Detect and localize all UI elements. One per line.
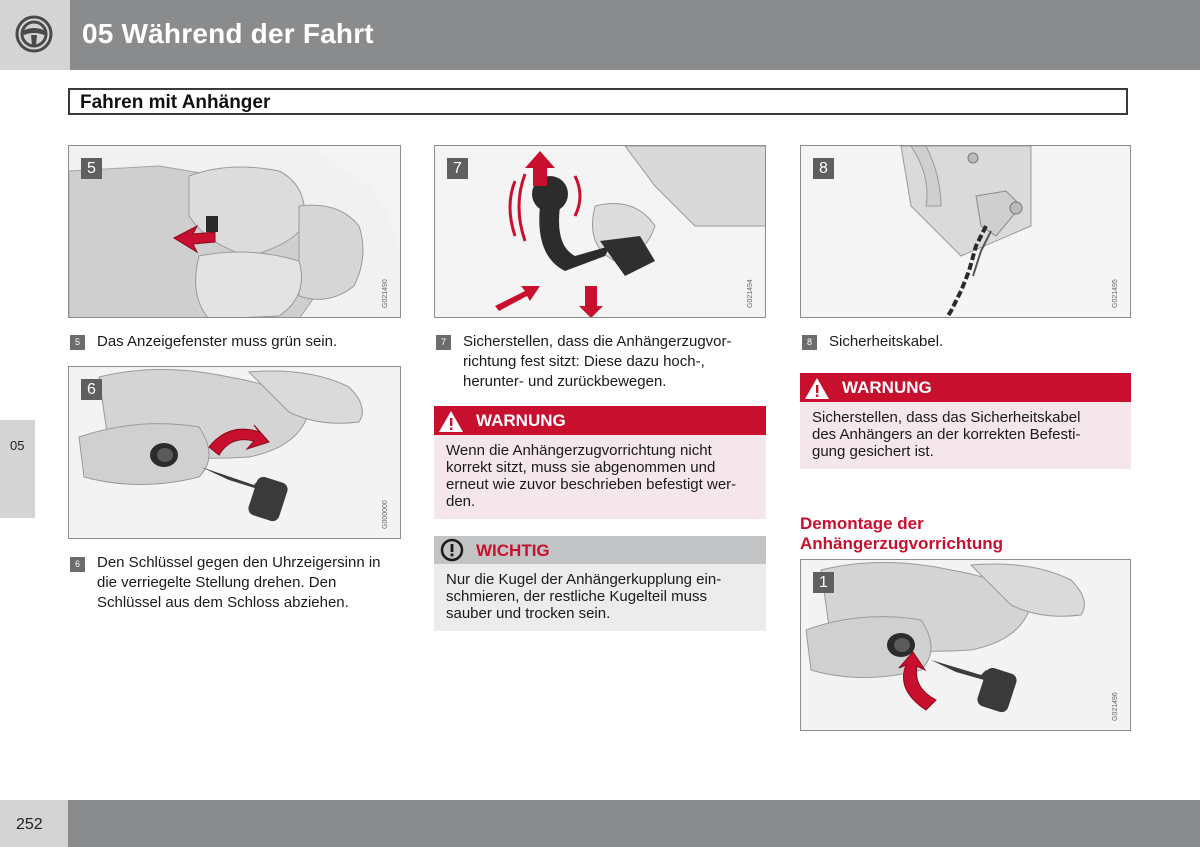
step-6-badge: 6 [70,557,85,572]
section-title: Fahren mit Anhänger [80,92,271,113]
subsection-title: Demontage der Anhängerzugvorrichtung [800,514,1004,553]
step-6-text: Den Schlüssel gegen den Uhrzeigersinn in… [97,554,381,611]
warning-header-2: WARNUNG [800,373,1131,402]
warning-body: Wenn die Anhängerzugvorrichtung nicht ko… [434,435,766,519]
figure-7: 7 G021494 [434,145,766,318]
figure-1-illustration [801,560,1130,730]
figure-8-code: G021495 [1112,279,1119,308]
warning-triangle-icon [805,378,829,399]
figure-8-number: 8 [813,158,834,179]
figure-8-illustration [801,146,1130,317]
warning-body-2: Sicherstellen, dass das Sicherheitskabel… [800,402,1131,469]
exclamation-circle-icon [440,538,464,562]
footer-bar [68,800,1200,847]
figure-6: 6 G000000 [68,366,401,539]
footer-page-box [0,800,68,847]
header-bar [70,0,1200,70]
page-number: 252 [16,816,43,833]
step-5-text: Das Anzeigefenster muss grün sein. [97,333,338,350]
figure-5-code: G021490 [382,279,389,308]
warning-header: WARNUNG [434,406,766,435]
figure-1-code: G021496 [1112,692,1119,721]
figure-7-illustration [435,146,765,317]
figure-6-code: G000000 [382,500,389,529]
figure-6-number: 6 [81,379,102,400]
warning-triangle-icon [439,411,463,432]
chapter-tab [0,420,35,518]
warning-title: WARNUNG [476,411,566,430]
chapter-tab-label: 05 [10,438,25,453]
figure-5-illustration [69,146,400,317]
step-8-text: Sicherheitskabel. [829,333,944,350]
page-title: 05 Während der Fahrt [82,18,374,49]
steering-wheel-icon [15,15,53,53]
important-header: WICHTIG [434,536,766,564]
figure-1: 1 G021496 [800,559,1131,731]
important-title: WICHTIG [476,541,550,560]
figure-5: 5 G021490 [68,145,401,318]
important-body: Nur die Kugel der Anhängerkupplung ein- … [434,564,766,631]
warning-title-2: WARNUNG [842,378,932,397]
figure-7-number: 7 [447,158,468,179]
header-icon-box [0,0,70,70]
figure-7-code: G021494 [747,279,754,308]
figure-1-number: 1 [813,572,834,593]
step-7-text: Sicherstellen, dass die Anhängerzugvor- … [463,333,732,390]
step-8-badge: 8 [802,335,817,350]
figure-8: 8 G021495 [800,145,1131,318]
step-7-badge: 7 [436,335,451,350]
figure-5-number: 5 [81,158,102,179]
figure-6-illustration [69,367,400,538]
section-title-box [68,88,1128,115]
step-5-badge: 5 [70,335,85,350]
